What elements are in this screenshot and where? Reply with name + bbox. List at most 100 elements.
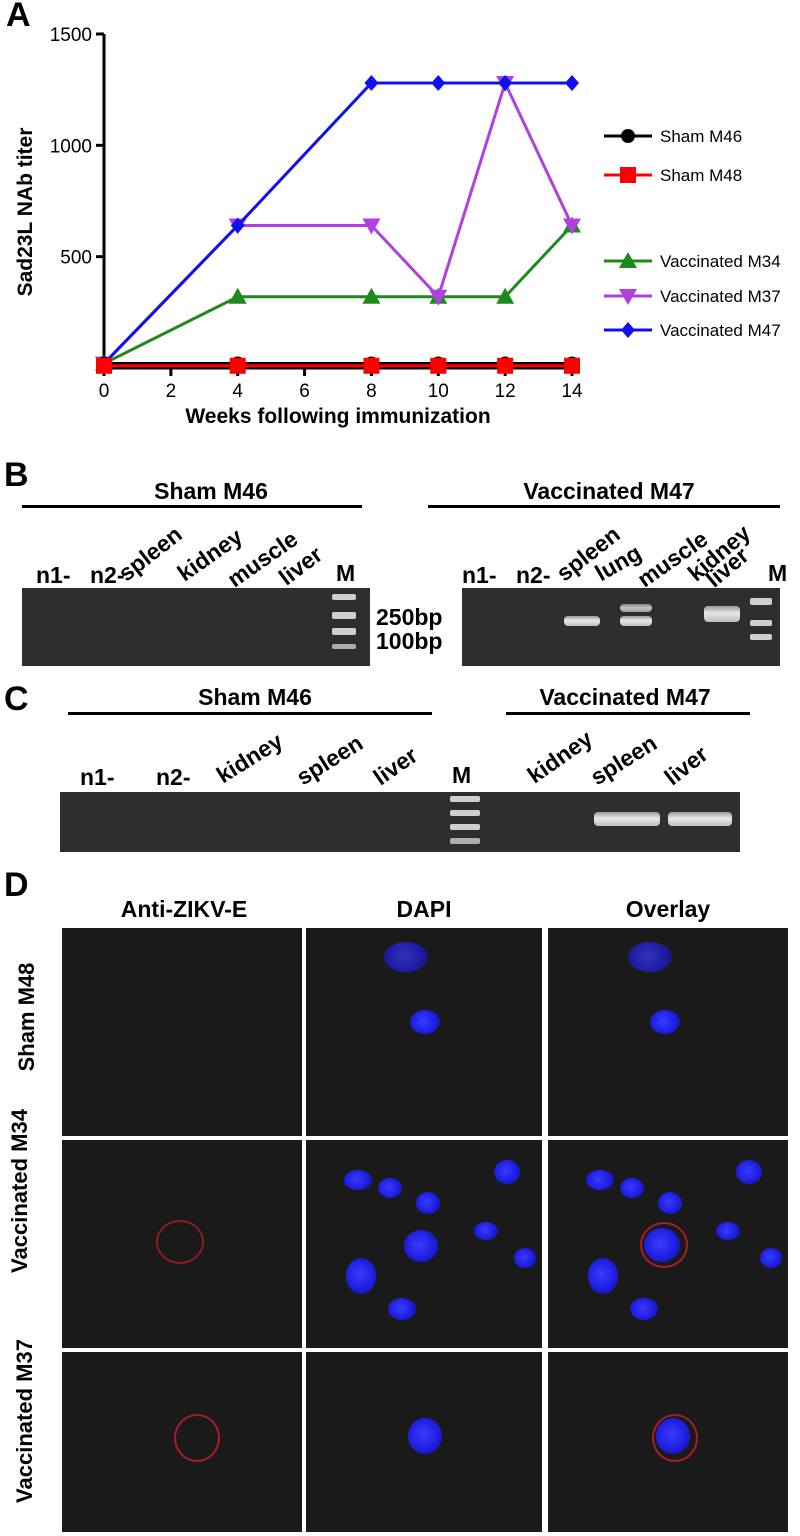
micro-sham-m48-overlay [548,928,788,1136]
gel-c-lane-label: n2- [156,764,191,790]
pcr-band-muscle [620,616,652,626]
zikv-stained-cell [174,1414,220,1462]
ladder-band [750,620,772,626]
zikv-stained-cell [156,1220,204,1264]
series-line [103,224,574,365]
nucleus [410,1010,440,1034]
col-head-overlay: Overlay [625,896,711,922]
gel-b-right-rule [428,505,780,508]
micro-vaccinated-m34-zikv [62,1140,302,1348]
data-point [565,74,579,91]
panel-letter-a: A [6,0,31,34]
ladder-band [332,644,356,649]
nucleus [408,1418,442,1454]
nucleus [344,1170,372,1190]
micro-vaccinated-m37-zikv [62,1352,302,1532]
col-head-dapi: DAPI [396,896,452,922]
gel-b-lane-label: M [768,560,788,586]
nucleus [630,1298,658,1320]
data-point [619,252,637,268]
data-point [621,129,635,143]
x-tick-label: 4 [232,381,243,402]
panel-letter-d: D [4,866,29,904]
gel-c-right-rule [506,712,750,715]
panel-letter-c: C [4,680,29,718]
nucleus [586,1170,614,1190]
x-tick-label: 14 [561,381,583,402]
x-axis-label: Weeks following immunization [185,405,491,428]
pcr-band-spleen [594,812,660,826]
micro-vaccinated-m34-dapi [306,1140,542,1348]
x-tick-label: 6 [299,381,310,402]
data-point [496,287,515,304]
micro-sham-m48-dapi [306,928,542,1136]
data-point [364,74,379,91]
data-point [564,357,580,374]
zikv-stained-cell [640,1222,688,1268]
data-point [230,217,245,234]
legend-entry: Vaccinated M37 [660,287,781,306]
gel-b-lane-label: n2- [90,562,125,588]
y-axis-label: Sad23L NAb titer [14,127,37,297]
gel-c-lane-label: liver [659,740,713,791]
gel-c-left-group: Sham M46 [198,684,312,710]
data-point [363,357,380,374]
legend-entry: Sham M48 [660,166,742,185]
data-point [429,289,448,306]
nucleus [588,1258,618,1294]
nucleus [384,942,428,972]
ladder-band [332,628,356,635]
y-tick-label: 500 [60,248,92,269]
y-axis-label-wrap: Sad23L NAb titer [6,50,46,380]
pcr-band-liver [668,812,732,826]
nucleus [346,1258,376,1294]
pcr-band-liver [704,606,740,622]
series-line [102,81,572,365]
ladder-band [450,824,480,830]
ladder-band [750,634,772,640]
gel-c-lane-label: liver [368,741,423,791]
gel-b-lane-label: n1- [36,562,71,588]
ladder-band [450,796,480,802]
data-point [430,357,447,374]
data-point [362,287,381,304]
nucleus [650,1010,680,1034]
x-tick-label: 12 [495,381,516,402]
gel-b-lane-label: M [336,560,356,586]
gel-c-lane-label: kidney [522,725,598,789]
nucleus [628,942,672,972]
data-point [620,167,636,183]
ladder-band [450,810,480,816]
data-point [96,357,112,374]
legend-entry: Sham M46 [660,127,742,146]
gel-c-lane-label: spleen [291,729,368,791]
data-point [497,357,514,374]
micro-vaccinated-m37-overlay [548,1352,788,1532]
col-head-anti-zikv-e: Anti-ZIKV-E [120,896,248,922]
size-marker-100: 100bp [376,628,443,654]
x-tick-label: 2 [166,381,177,402]
gel-b-left-rule [22,505,362,508]
row-label-vaccinated-m37: Vaccinated M37 [12,1339,37,1503]
data-point [619,289,637,305]
ladder-band [450,838,480,844]
ladder-band [332,612,356,619]
x-tick-label: 10 [428,381,449,402]
size-marker-250: 250bp [376,604,443,630]
legend-entry: Vaccinated M47 [660,321,781,340]
gel-b-left-image [22,588,370,666]
nucleus [658,1192,682,1214]
data-point [228,287,247,304]
ladder-band [332,594,356,600]
gel-c-left-rule [68,712,432,715]
pcr-band-muscle [620,604,652,612]
micro-vaccinated-m34-overlay [548,1140,788,1348]
gel-c-right-group: Vaccinated M47 [539,684,711,710]
gel-b-lane-label: n2- [516,562,551,588]
gel-c-lane-label: spleen [585,729,662,791]
nucleus [416,1192,440,1214]
nucleus [620,1178,644,1198]
nucleus [514,1248,536,1268]
gel-b-lane-label: spleen [113,520,187,587]
